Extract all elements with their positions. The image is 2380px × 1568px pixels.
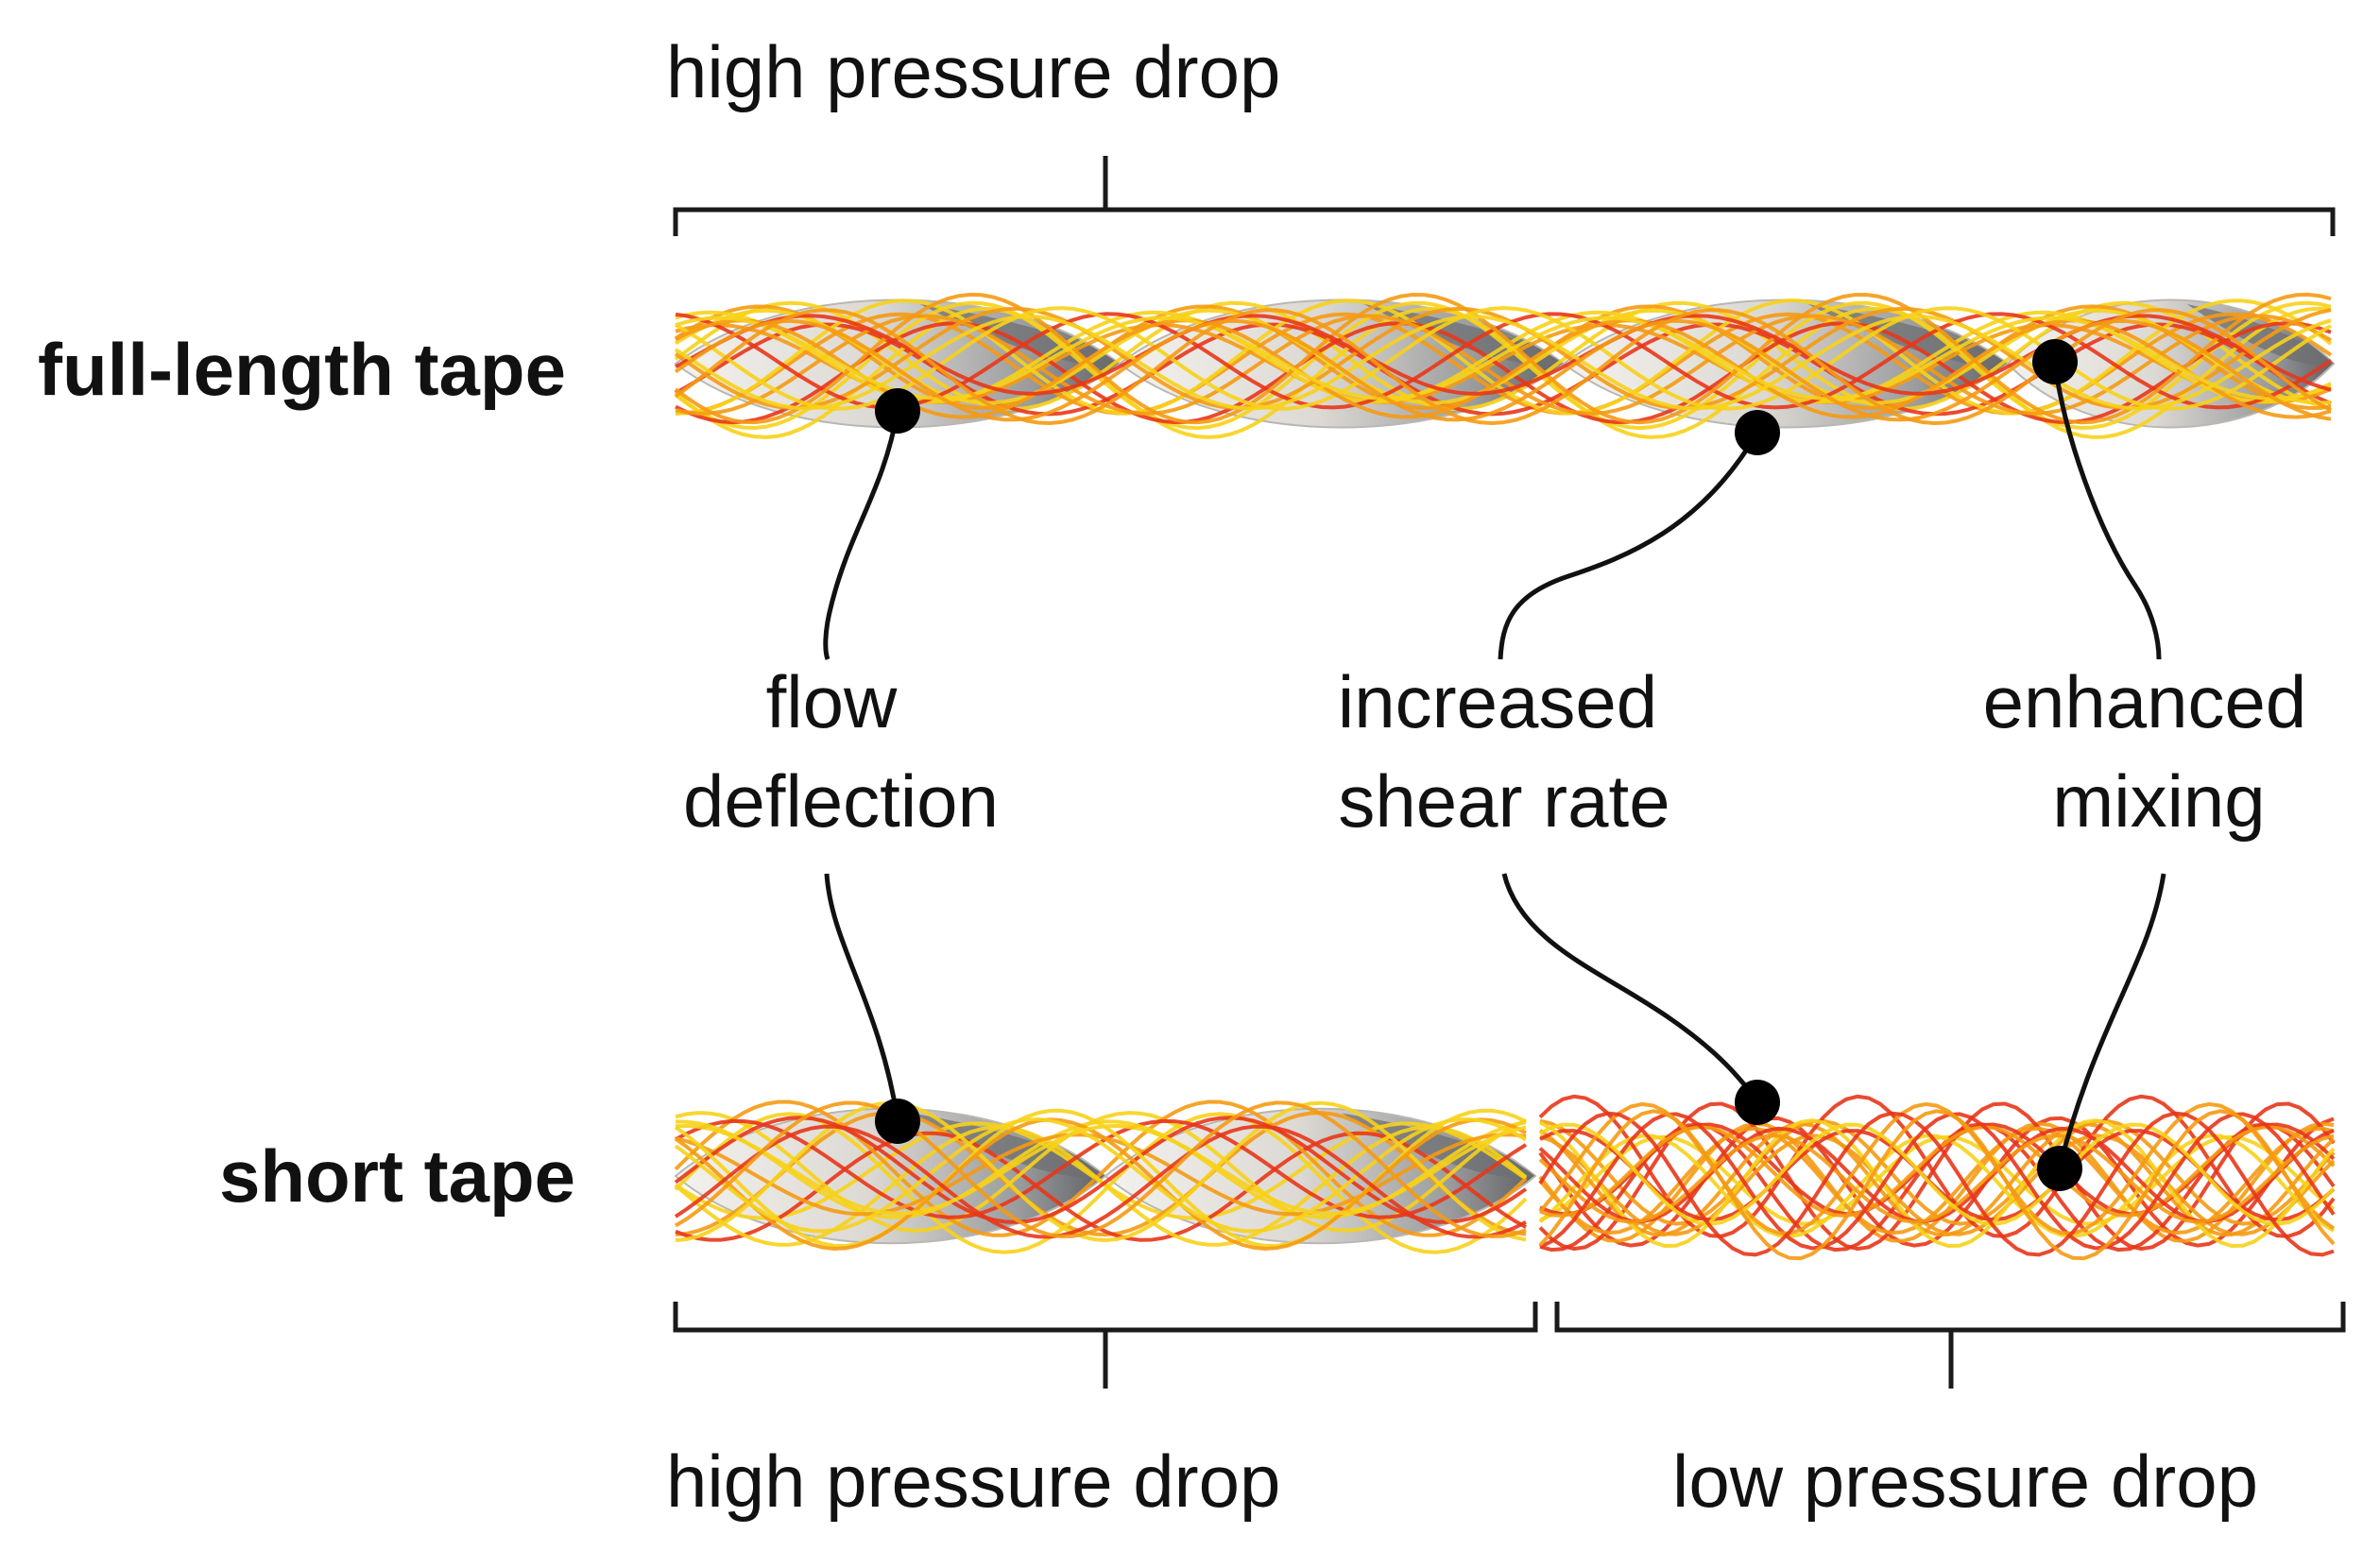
annotation-mixing-line1: enhanced [1983, 660, 2307, 743]
annotation-shear-line1: increased [1338, 660, 1657, 743]
streamline [675, 1123, 1527, 1216]
streamline [1539, 1133, 2336, 1236]
streamline [1538, 1121, 2335, 1243]
leader-flow-top [823, 410, 900, 660]
leader-mixing-bottom [2057, 873, 2166, 1167]
streamline [1539, 1112, 2336, 1251]
streamline [1538, 1109, 2336, 1261]
full-length-tape [674, 292, 2336, 439]
streamline [1538, 1133, 2335, 1224]
tape-face [912, 1113, 1105, 1178]
bottom-right-bracket [1554, 1302, 2346, 1389]
top-pressure-label: high pressure drop [666, 30, 1280, 113]
leader-mixing-top [2052, 363, 2162, 660]
streamline [674, 306, 2332, 439]
streamline [675, 310, 2332, 404]
dot-mixing-bottom [2037, 1146, 2082, 1191]
streamline [674, 1125, 1528, 1247]
dot-mixing-top [2032, 339, 2078, 384]
streamline [674, 306, 2332, 410]
streamline [675, 315, 2332, 401]
dot-shear-rate-top [1735, 410, 1780, 455]
leader-flow-bottom [824, 873, 900, 1120]
streamline [675, 312, 2333, 410]
bottom-left-bracket [673, 1302, 1538, 1389]
annotation-mixing-line2: mixing [2052, 759, 2265, 843]
row-label-full-length-tape: full-length tape [38, 328, 566, 411]
bottom-left-pressure-label: high pressure drop [666, 1440, 1280, 1523]
streamline [675, 321, 2332, 425]
short-tape [674, 1094, 2336, 1261]
streamline [674, 1124, 1527, 1239]
annotation-flow-line1: flow [766, 660, 898, 743]
bottom-right-pressure-label: low pressure drop [1672, 1440, 2258, 1523]
streamline [674, 1100, 1527, 1238]
annotation-flow-line2: deflection [683, 759, 999, 843]
streamline [674, 1117, 1527, 1252]
streamline [675, 318, 2332, 419]
streamline [675, 1100, 1527, 1243]
annotation-shear-line2: shear rate [1338, 759, 1669, 843]
short-tape-streamlines [674, 1094, 2336, 1261]
streamline [1539, 1122, 2336, 1227]
leader-shear-bottom [1501, 873, 1759, 1102]
streamline [1538, 1111, 2335, 1257]
dot-flow-deflection-top [875, 388, 920, 434]
top-bracket [673, 156, 2336, 236]
row-label-short-tape: short tape [219, 1134, 575, 1218]
leader-shear-top [1498, 431, 1760, 660]
dot-flow-deflection-bottom [875, 1099, 920, 1144]
tape-face [1342, 1113, 1535, 1178]
streamline [1539, 1118, 2336, 1249]
streamline [674, 292, 2332, 425]
dot-shear-rate-bottom [1735, 1080, 1780, 1125]
streamline [674, 1116, 1528, 1234]
streamline [674, 1116, 1528, 1224]
